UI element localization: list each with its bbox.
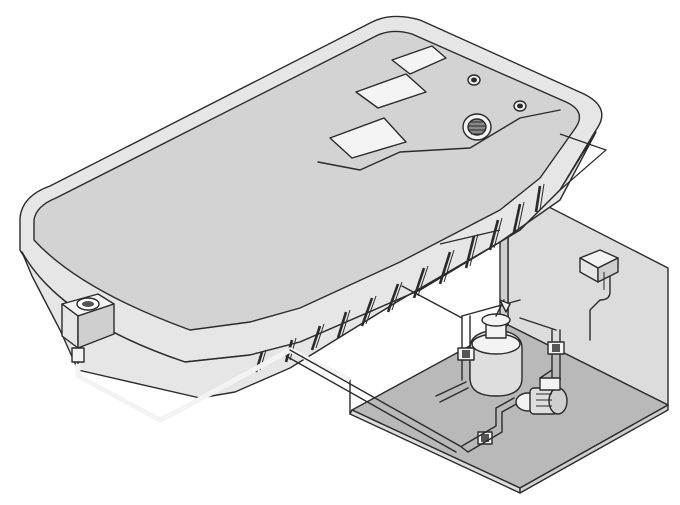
step-3 [329,117,407,159]
technical-room [349,185,669,494]
step-2 [355,73,427,109]
pipe-floor-line [289,349,469,453]
pool-rib-edge [443,249,455,283]
pool-rib-edge [539,183,545,211]
return-jet-icon [513,100,527,112]
room-floor-edge-right [519,404,669,494]
pump-icon [461,377,568,453]
pool-rib [512,203,522,233]
pool-rib-edge [493,217,503,249]
filter-pump-assembly [435,299,568,453]
pool-rib-edge [315,323,325,349]
control-box-icon [579,249,619,341]
rim-frame [439,133,608,245]
pipe-floor-line-b [285,355,457,453]
pool-light-icon [462,113,492,141]
pool-rib-edge [365,295,377,325]
step-1 [391,45,447,75]
pool-rib [360,297,374,327]
pool-fittings [462,74,527,141]
pool-rib [534,185,542,213]
pool-rib-edge [517,201,525,231]
step-ledge [317,109,561,171]
pool-rib [488,219,500,251]
pool-rib-edge [391,281,403,311]
valve-icon [547,341,565,355]
sand-filter-icon [469,299,523,397]
valve-icon [457,347,475,361]
pool-rib [386,283,400,313]
pool-rib-edge [469,233,479,267]
pool-rib-edge [341,309,351,337]
pool-rib [336,311,348,339]
pool-outer-wall [21,131,597,399]
pipe-return-line [401,285,463,319]
pool-rib [464,235,476,269]
pool-steps [317,45,561,171]
return-jet-icon [467,74,481,86]
skimmer-icon [61,293,115,363]
pool-rib-edge [417,265,429,297]
pool-rib [438,251,452,285]
pool-basin [33,30,581,331]
pool-rib [310,325,322,351]
pipework [75,285,469,453]
